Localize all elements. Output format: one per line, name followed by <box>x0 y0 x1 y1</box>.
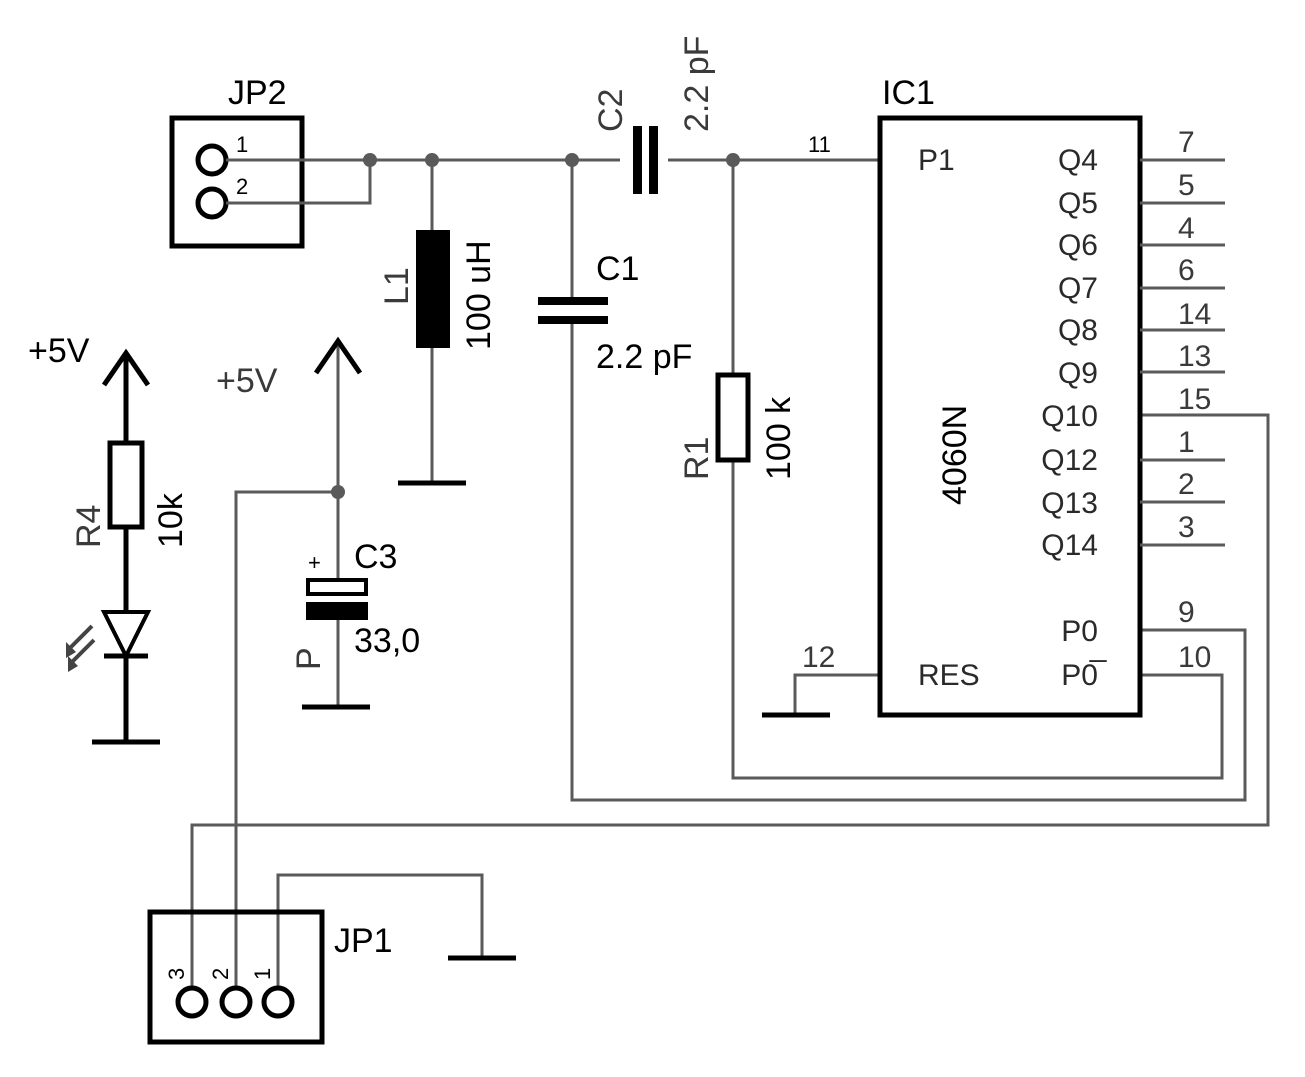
ic1-pin-name-p0-bar: P0̅ <box>1061 659 1107 692</box>
ic1-body <box>877 115 1143 718</box>
capacitor-c2: C2 2.2 pF <box>592 36 716 194</box>
ic1-part-number: 4060N <box>936 405 974 505</box>
wire-q10-jp1-pin3 <box>190 413 1270 988</box>
ic1-pin-name-q9: Q9 <box>1058 357 1098 390</box>
wire-5v-jp1-pin2 <box>234 490 338 988</box>
c1-plate-bottom <box>538 316 608 324</box>
ic1-pin-name-res: RES <box>918 659 980 692</box>
junction-l1 <box>425 153 439 167</box>
c3-package: P <box>290 647 328 670</box>
ic1-pin-name-q5: Q5 <box>1058 187 1098 220</box>
l1-label: L1 <box>378 267 416 305</box>
jp1-connector: 3 2 1 JP1 <box>147 909 393 1045</box>
c1-plate-top <box>538 297 608 305</box>
c2-plate-left <box>633 126 642 194</box>
supply-mid-label: +5V <box>216 362 278 400</box>
jp2-pin-2 <box>195 186 229 220</box>
jp2-body <box>169 115 305 249</box>
ic1-pin-name-p0: P0 <box>1061 615 1098 648</box>
junction-c1 <box>565 153 579 167</box>
jp2-pin-1 <box>195 143 229 177</box>
wire-jp2-pin2 <box>226 160 372 205</box>
ic1-pin-number-13: 13 <box>1178 340 1211 373</box>
ic1-pin-number-7: 7 <box>1178 126 1195 159</box>
ic1-pin-number-5: 5 <box>1178 169 1195 202</box>
wire-r1-to-p0bar <box>731 460 1224 780</box>
c3-plate-positive <box>306 578 368 596</box>
c1-label: C1 <box>596 250 639 288</box>
c3-label: C3 <box>354 538 397 576</box>
jp1-pin-2 <box>219 985 253 1019</box>
ic1-pin-name-p1: P1 <box>918 144 955 177</box>
jp2-pin-1-number: 1 <box>236 132 248 157</box>
ic1-right-pin-stubs <box>1140 158 1225 547</box>
r4-body <box>107 440 145 530</box>
jp1-pin-2-number: 2 <box>208 968 233 980</box>
wire-jp1-pin1-ground <box>276 873 484 988</box>
jp1-pin-3 <box>175 985 209 1019</box>
wire-res-ground <box>793 673 880 715</box>
ic1-pin-name-q4: Q4 <box>1058 144 1098 177</box>
wires <box>190 158 1270 988</box>
ic1-pin-number-10: 10 <box>1178 641 1211 674</box>
ic1-pin-name-q12: Q12 <box>1041 444 1098 477</box>
jp1-pin-1 <box>261 985 295 1019</box>
led-triangle-icon <box>100 610 152 661</box>
capacitor-c1: C1 2.2 pF <box>538 250 692 376</box>
jp1-body <box>147 909 325 1045</box>
ic1-pin-number-3: 3 <box>1178 511 1195 544</box>
r1-value: 100 k <box>760 396 798 480</box>
supply-filter-branch: +5V + C3 33,0 P <box>216 336 420 710</box>
ic1-pin-name-q6: Q6 <box>1058 229 1098 262</box>
c2-plate-right <box>649 126 658 194</box>
ic1-pin-number-9: 9 <box>1178 596 1195 629</box>
jp2-connector: JP2 1 2 <box>169 74 305 249</box>
r4-value: 10k <box>152 492 190 548</box>
ic1-pin-number-p1: 11 <box>808 132 831 157</box>
ic1-pin-name-q8: Q8 <box>1058 314 1098 347</box>
jp1-pin-3-number: 3 <box>164 968 189 980</box>
jp1-pin-1-number: 1 <box>250 968 275 980</box>
l1-body <box>416 230 450 348</box>
r1-label: R1 <box>678 437 716 480</box>
ic1-pin-name-q13: Q13 <box>1041 487 1098 520</box>
junctions <box>331 153 740 499</box>
resistor-r1: R1 100 k <box>678 372 798 480</box>
ic1-chip: IC1 4060N P1 11 RES 12 Q4 Q5 Q6 Q7 Q8 Q9… <box>802 74 1225 718</box>
r1-body <box>715 372 751 463</box>
ic1-pin-name-q14: Q14 <box>1041 529 1098 562</box>
ic1-pin-number-res: 12 <box>802 641 835 674</box>
wire-c1-to-p0 <box>570 322 1247 802</box>
r4-label: R4 <box>70 505 108 548</box>
c2-value: 2.2 pF <box>678 36 716 132</box>
ic1-pin-number-2: 2 <box>1178 468 1195 501</box>
ic1-label: IC1 <box>882 74 935 112</box>
ic1-pin-name-q7: Q7 <box>1058 272 1098 305</box>
led-emission-arrowheads-icon <box>66 642 78 672</box>
ic1-pin-number-14: 14 <box>1178 298 1211 331</box>
supply-left-label: +5V <box>28 332 90 370</box>
ic1-pin-name-q10: Q10 <box>1041 400 1098 433</box>
supply-mid-arrow-icon <box>313 336 363 375</box>
c2-label: C2 <box>592 89 630 132</box>
ic1-pin-number-6: 6 <box>1178 254 1195 287</box>
ic1-pin-number-4: 4 <box>1178 212 1195 245</box>
l1-value: 100 uH <box>460 240 498 350</box>
c3-polarity: + <box>308 550 321 575</box>
inductor-l1: L1 100 uH <box>378 230 498 350</box>
c1-value: 2.2 pF <box>596 338 692 376</box>
ic1-pin-number-15: 15 <box>1178 383 1211 416</box>
led-emission-arrows-icon <box>68 624 96 664</box>
jp2-label: JP2 <box>228 74 287 112</box>
ic1-pin-number-1: 1 <box>1178 426 1195 459</box>
c3-plate-negative <box>306 602 368 620</box>
jp1-label: JP1 <box>334 922 393 960</box>
c3-value: 33,0 <box>354 622 420 660</box>
junction-5v <box>331 485 345 499</box>
junction-jp2 <box>363 153 377 167</box>
led-indicator-branch: +5V R4 10k <box>28 332 190 745</box>
jp2-pin-2-number: 2 <box>236 174 248 199</box>
junction-r1 <box>726 153 740 167</box>
